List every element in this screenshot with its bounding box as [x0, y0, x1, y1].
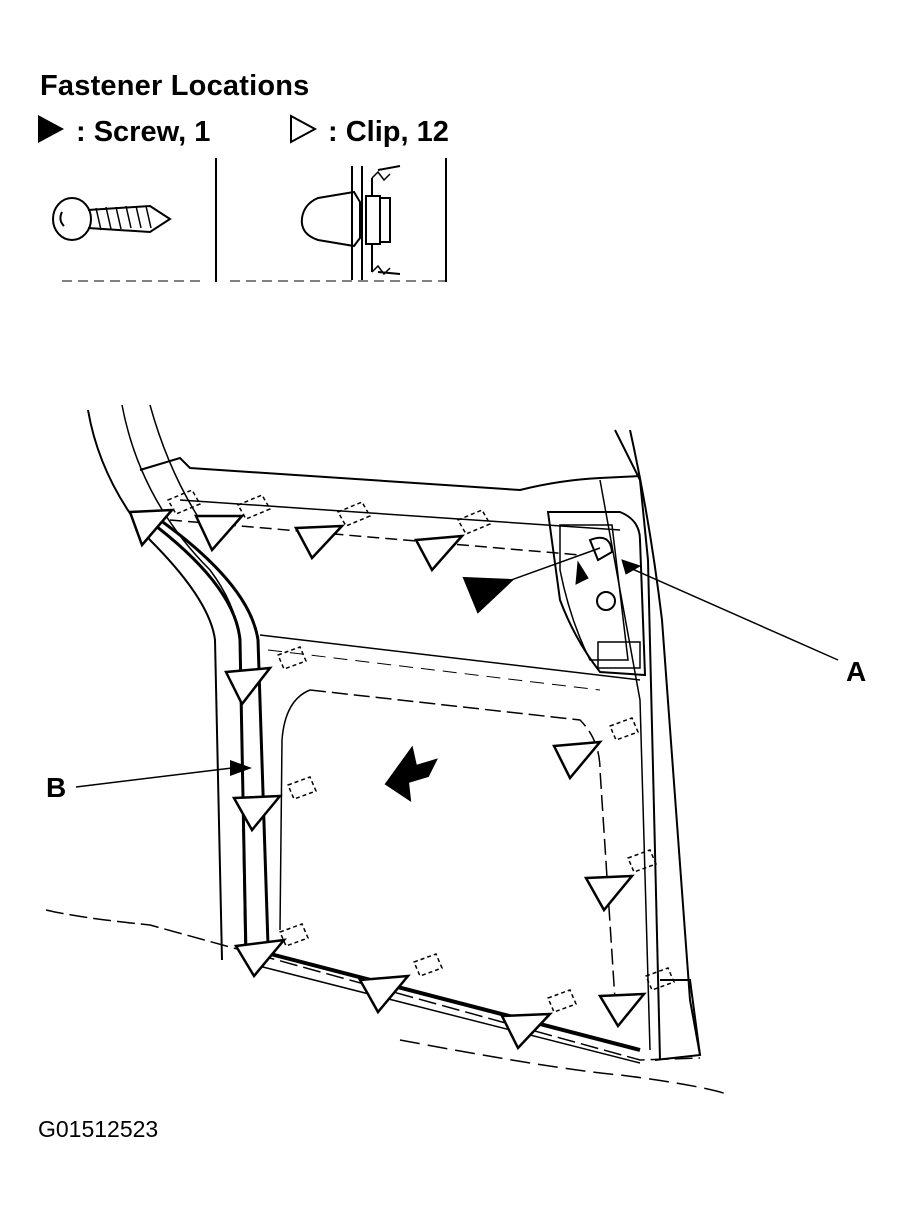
- legend-screw: : Screw, 1: [36, 114, 210, 149]
- clip-arrow-1: [128, 508, 175, 548]
- clip-arrow-4: [414, 534, 466, 573]
- clip-arrows: [128, 508, 647, 1051]
- clip-illustration: [300, 165, 401, 280]
- clip-arrow-10: [357, 974, 411, 1015]
- screw-illustration: [52, 197, 172, 241]
- leader-b-arrowhead: [230, 760, 252, 776]
- clip-arrow-11: [500, 1012, 554, 1051]
- clip-arrow-5: [224, 666, 273, 707]
- removal-direction-arrow: [384, 745, 438, 803]
- fastener-locations-title: Fastener Locations: [40, 70, 310, 102]
- screw-arrow: [462, 576, 515, 614]
- clip-arrow-12: [597, 992, 647, 1029]
- callout-a: A: [846, 656, 867, 687]
- clip-arrow-2: [194, 514, 245, 553]
- hollow-triangle-icon: [290, 114, 318, 144]
- legend-screw-label: : Screw, 1: [76, 116, 211, 148]
- figure-code: G01512523: [38, 1116, 159, 1142]
- clip-arrow-8: [583, 874, 635, 913]
- door-trim-panel: [45, 404, 731, 1096]
- callout-b: B: [46, 772, 67, 803]
- leader-lines: [75, 547, 839, 788]
- clip-arrow-3: [293, 524, 346, 561]
- clip-arrow-6: [231, 794, 283, 833]
- clip-arrow-9: [233, 938, 287, 979]
- clip-arrow-7: [552, 740, 603, 781]
- legend-dividers: [62, 158, 447, 282]
- legend-clip: : Clip, 12: [288, 114, 449, 149]
- clip-hole-markers: [166, 489, 676, 1013]
- filled-triangle-icon: [38, 115, 64, 143]
- legend-clip-label: : Clip, 12: [328, 116, 449, 148]
